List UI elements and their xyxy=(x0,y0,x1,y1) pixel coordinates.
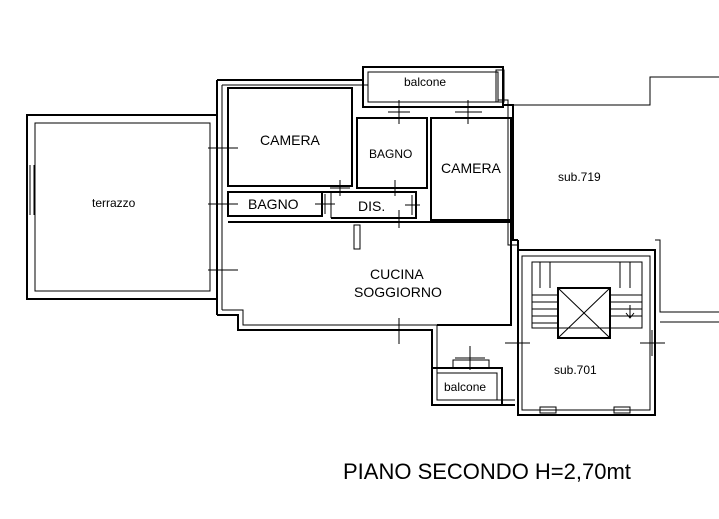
label-soggiorno: SOGGIORNO xyxy=(354,284,442,300)
label-cucina: CUCINA xyxy=(370,266,424,282)
label-balcone-bottom: balcone xyxy=(444,380,486,394)
balcony-bottom xyxy=(431,359,503,406)
label-balcone-top: balcone xyxy=(404,75,446,89)
label-bagno-small: BAGNO xyxy=(248,196,299,212)
label-bagno-top: BAGNO xyxy=(369,147,412,161)
sub-719-outline xyxy=(513,76,719,323)
stairwell xyxy=(517,240,656,416)
balcony-top xyxy=(362,66,505,108)
window-marks xyxy=(208,100,665,370)
label-sub-701: sub.701 xyxy=(554,363,597,377)
label-terrazzo: terrazzo xyxy=(92,196,136,210)
label-camera-right: CAMERA xyxy=(441,160,502,176)
label-sub-719: sub.719 xyxy=(558,170,601,184)
label-camera-left: CAMERA xyxy=(260,132,321,148)
plan-title: PIANO SECONDO H=2,70mt xyxy=(343,459,631,484)
label-dis: DIS. xyxy=(358,198,385,214)
